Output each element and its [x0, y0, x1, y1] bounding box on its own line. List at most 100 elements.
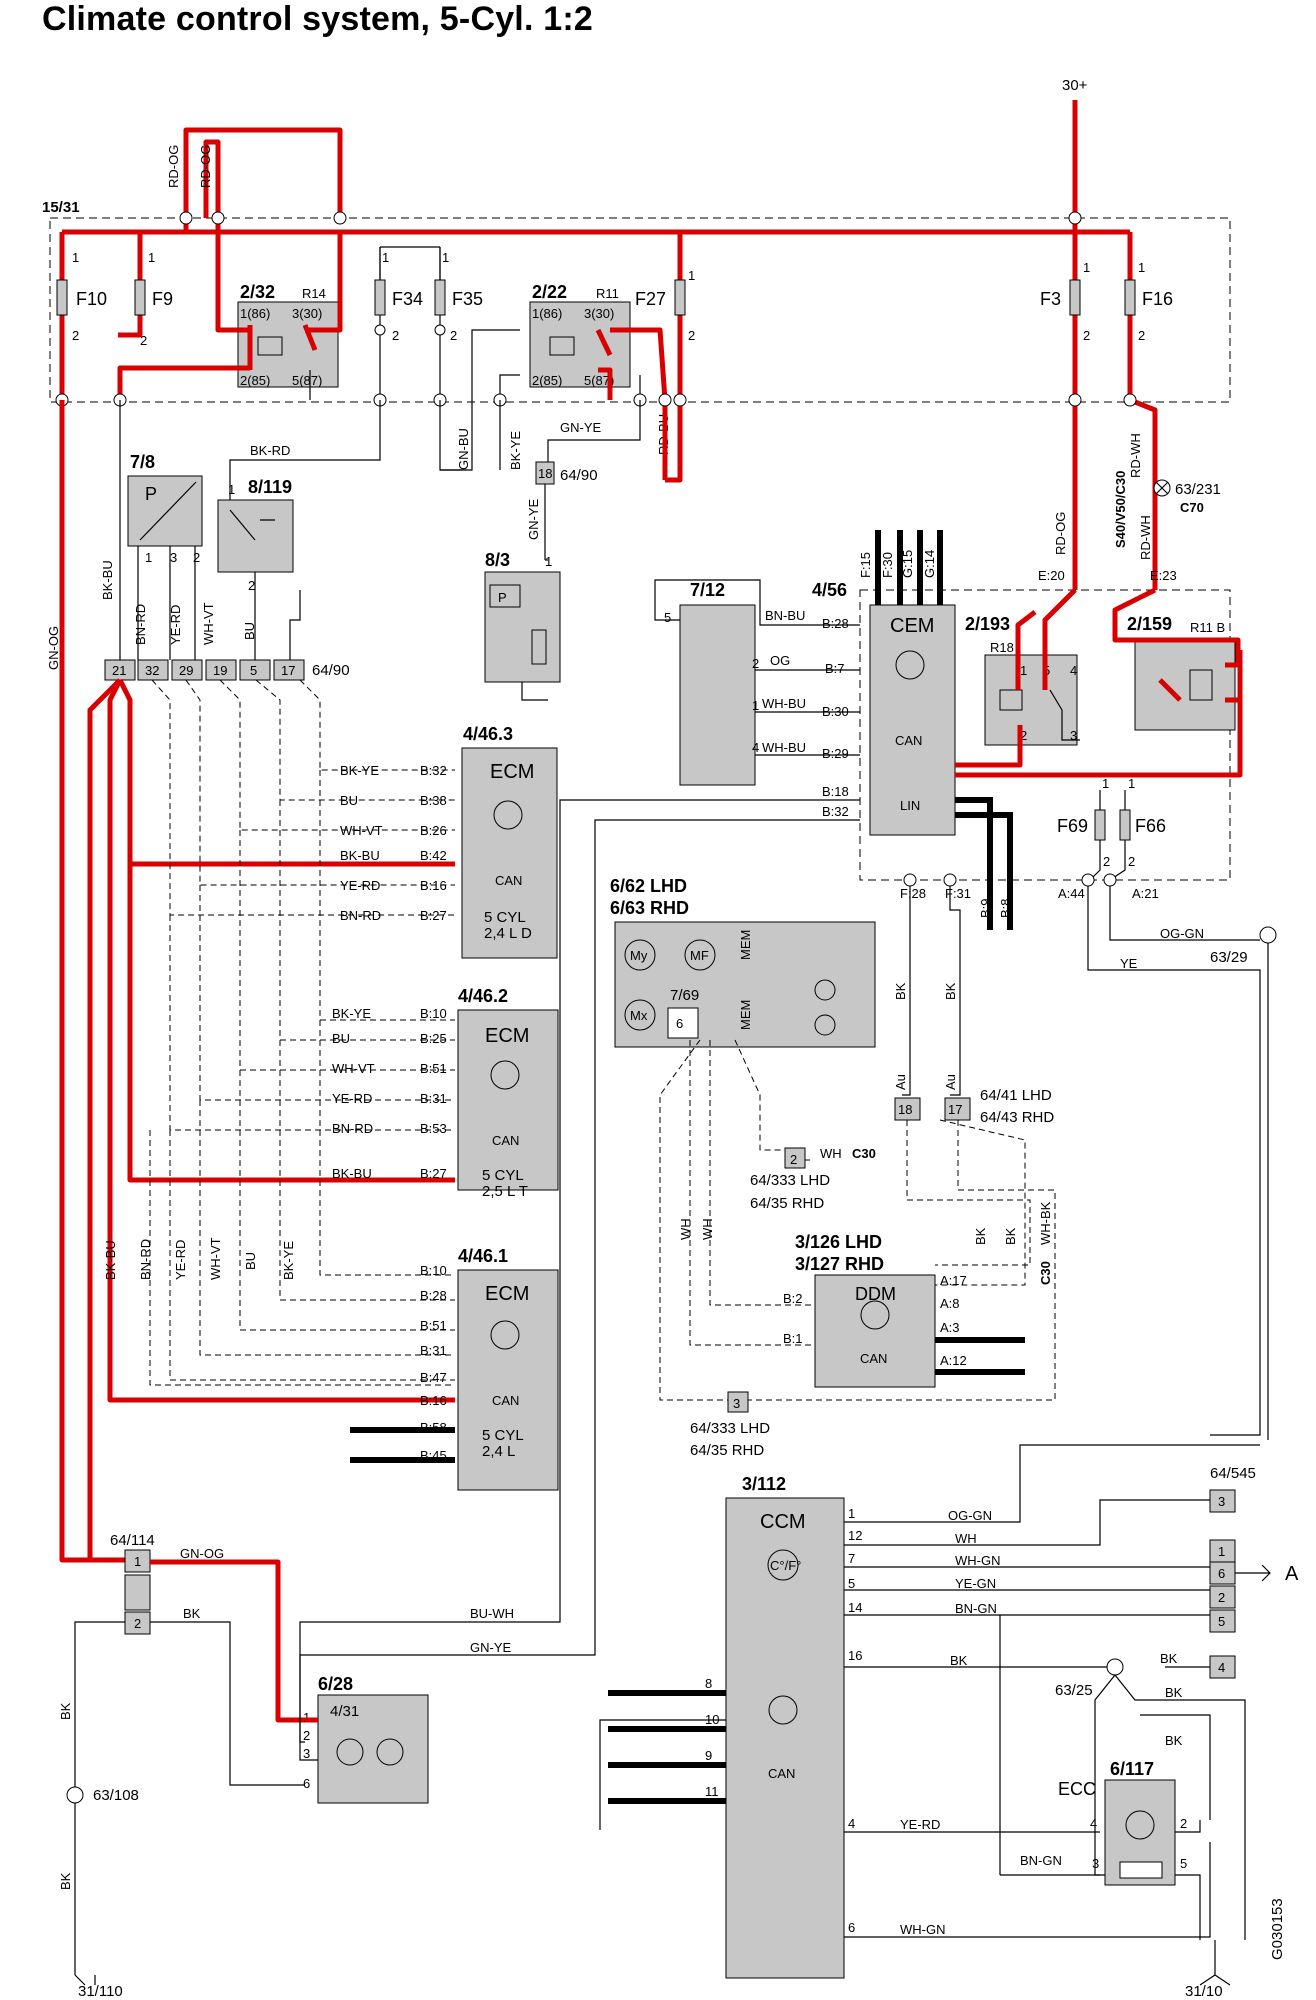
svg-text:B:30: B:30	[822, 704, 849, 719]
conn-64-333-a	[784, 1147, 806, 1169]
svg-text:GN-OG: GN-OG	[46, 626, 61, 670]
svg-text:3: 3	[733, 1396, 740, 1411]
svg-text:18: 18	[898, 1102, 912, 1117]
svg-text:YE-RD: YE-RD	[332, 1091, 372, 1106]
relay-2-193: 2/193 R18 1 5 4 2 3	[965, 614, 1078, 746]
svg-text:2(85): 2(85)	[240, 373, 270, 388]
svg-text:CAN: CAN	[860, 1351, 887, 1366]
svg-text:WH: WH	[678, 1218, 693, 1240]
svg-text:2: 2	[790, 1152, 797, 1167]
svg-text:BK: BK	[950, 1653, 968, 1668]
svg-text:WH-VT: WH-VT	[208, 1237, 223, 1280]
svg-text:WH: WH	[955, 1531, 977, 1546]
svg-text:B:53: B:53	[420, 1121, 447, 1136]
wire-bk-bu-red-a	[87, 678, 122, 1560]
svg-text:8/3: 8/3	[485, 550, 510, 570]
svg-text:31/10: 31/10	[1185, 1983, 1223, 2000]
svg-text:ECM: ECM	[485, 1025, 529, 1047]
svg-text:YE-RD: YE-RD	[173, 1240, 188, 1280]
svg-text:BU: BU	[242, 622, 257, 640]
svg-text:5: 5	[1180, 1856, 1187, 1871]
svg-text:31/110: 31/110	[78, 1983, 123, 2000]
svg-text:1: 1	[1083, 260, 1090, 275]
svg-text:CEM: CEM	[890, 615, 934, 637]
fuse-box-bottom-nodes	[55, 393, 687, 407]
svg-text:4: 4	[848, 1816, 855, 1831]
svg-text:C70: C70	[1180, 500, 1204, 515]
svg-text:G:15: G:15	[900, 550, 915, 578]
svg-text:F35: F35	[452, 289, 483, 309]
ddm-3-126: 3/126 LHD 3/127 RHD DDM CAN B:2 B:1 A:17…	[783, 1232, 967, 1388]
svg-text:6/117: 6/117	[1110, 1759, 1154, 1779]
svg-text:BK-YE: BK-YE	[340, 763, 379, 778]
fuse-f10: F10 1 2	[56, 232, 107, 400]
svg-text:7/69: 7/69	[670, 987, 699, 1004]
label-rd-og-1: RD-OG	[166, 145, 181, 188]
svg-text:Mx: Mx	[630, 1008, 648, 1023]
svg-text:1: 1	[1138, 260, 1145, 275]
svg-text:64/35 RHD: 64/35 RHD	[690, 1442, 764, 1459]
svg-text:MEM: MEM	[738, 930, 753, 960]
svg-text:BN-GN: BN-GN	[955, 1601, 997, 1616]
svg-text:A:17: A:17	[940, 1273, 967, 1288]
svg-text:2/159: 2/159	[1127, 614, 1172, 634]
svg-text:1(86): 1(86)	[240, 306, 270, 321]
svg-text:WH-VT: WH-VT	[340, 823, 383, 838]
svg-text:B:32: B:32	[822, 804, 849, 819]
svg-text:B:8: B:8	[998, 898, 1013, 918]
svg-text:18: 18	[538, 466, 552, 481]
wire-rd-og-a	[183, 127, 343, 218]
svg-text:C°/F°: C°/F°	[770, 1558, 801, 1573]
svg-text:ECM: ECM	[490, 761, 534, 783]
svg-text:BK: BK	[58, 1872, 73, 1890]
svg-text:2: 2	[688, 328, 695, 343]
svg-text:A:3: A:3	[940, 1320, 960, 1335]
svg-text:A:44: A:44	[1058, 886, 1085, 901]
svg-text:5: 5	[848, 1576, 855, 1591]
svg-text:2: 2	[134, 1616, 141, 1631]
svg-text:Au: Au	[943, 1074, 958, 1090]
svg-text:11: 11	[705, 1784, 719, 1799]
svg-text:A:21: A:21	[1132, 886, 1159, 901]
svg-text:B:16: B:16	[420, 878, 447, 893]
svg-text:4/31: 4/31	[330, 1703, 359, 1720]
svg-text:B:29: B:29	[822, 746, 849, 761]
svg-text:5: 5	[664, 610, 671, 625]
svg-text:1: 1	[1128, 776, 1135, 791]
svg-text:12: 12	[848, 1528, 862, 1543]
svg-text:P: P	[498, 590, 507, 605]
svg-text:B:1: B:1	[783, 1331, 803, 1346]
svg-text:GN-YE: GN-YE	[526, 499, 541, 541]
svg-text:64/333 LHD: 64/333 LHD	[690, 1420, 770, 1437]
fuse-f66: F66 1 2	[1109, 776, 1166, 881]
svg-text:F:31: F:31	[945, 886, 971, 901]
svg-text:3: 3	[1092, 1856, 1099, 1871]
svg-text:B:42: B:42	[420, 848, 447, 863]
svg-text:F10: F10	[76, 289, 107, 309]
svg-text:WH-GN: WH-GN	[900, 1922, 946, 1937]
svg-text:BK: BK	[1160, 1651, 1178, 1666]
svg-text:BU: BU	[340, 793, 358, 808]
svg-text:RD-WH: RD-WH	[1138, 515, 1153, 560]
svg-text:3: 3	[1070, 728, 1077, 743]
svg-text:B:2: B:2	[783, 1291, 803, 1306]
svg-text:B:51: B:51	[420, 1318, 447, 1333]
svg-text:B:10: B:10	[420, 1263, 447, 1278]
svg-text:5: 5	[1218, 1614, 1225, 1629]
svg-text:1: 1	[1020, 663, 1027, 678]
page-title: Climate control system, 5-Cyl. 1:2	[42, 0, 593, 38]
svg-text:A: A	[1285, 1563, 1299, 1585]
svg-text:2: 2	[140, 333, 147, 348]
svg-text:BU-WH: BU-WH	[470, 1606, 514, 1621]
svg-text:17: 17	[948, 1102, 962, 1117]
svg-text:2: 2	[1103, 854, 1110, 869]
svg-text:WH-BK: WH-BK	[1038, 1201, 1053, 1245]
svg-text:4/46.1: 4/46.1	[458, 1246, 508, 1266]
conn-64-333-b	[727, 1391, 749, 1413]
svg-text:6: 6	[1218, 1566, 1225, 1581]
svg-text:R11: R11	[596, 286, 619, 301]
panel-6-62: 6/62 LHD 6/63 RHD My MF Mx 7/69 6 MEM ME…	[610, 876, 876, 1048]
svg-text:6/62 LHD: 6/62 LHD	[610, 876, 687, 896]
svg-text:YE-RD: YE-RD	[340, 878, 380, 893]
svg-text:F9: F9	[152, 289, 173, 309]
